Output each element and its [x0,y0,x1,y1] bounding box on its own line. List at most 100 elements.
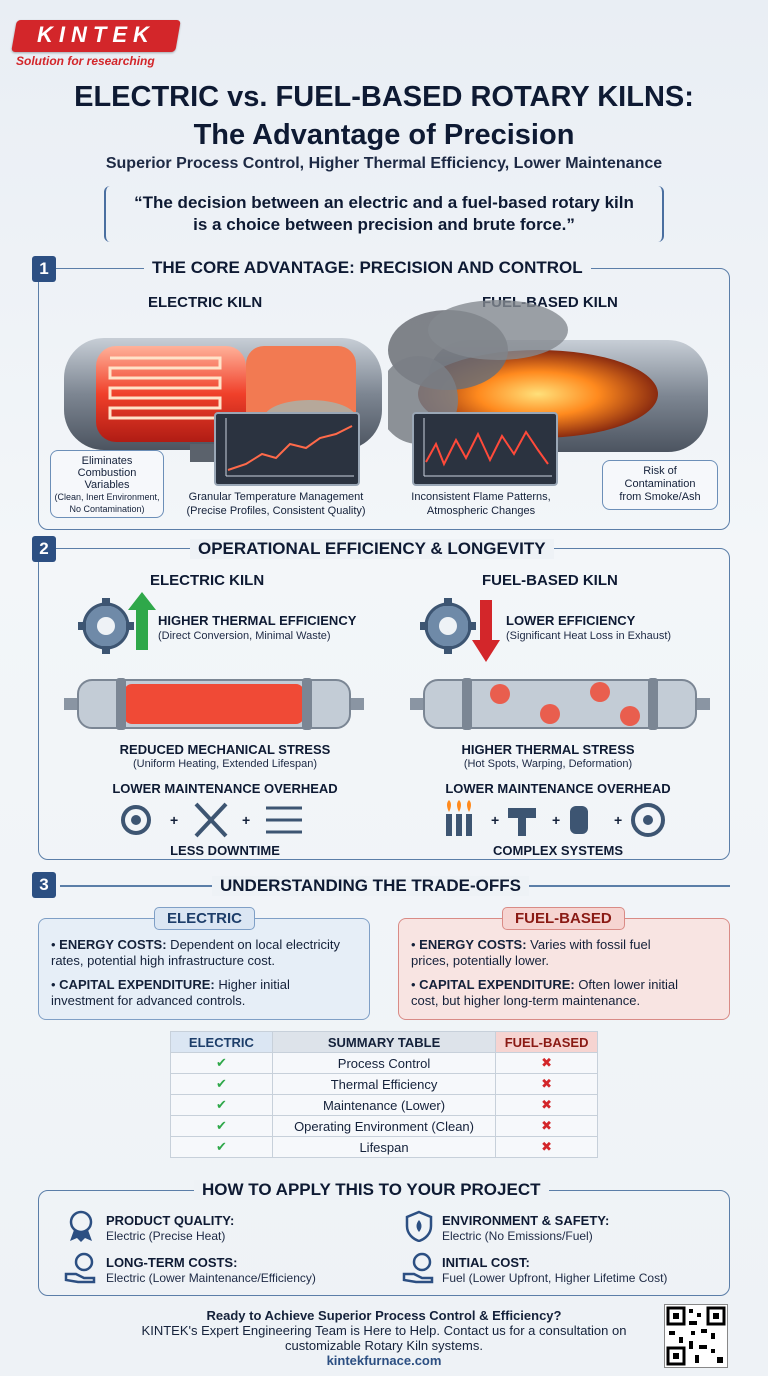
shield-icon [404,1210,434,1243]
value: Higher initial [214,977,290,992]
electric-stress-sub: (Uniform Heating, Extended Lifespan) [132,758,318,770]
section-1-number: 1 [32,256,56,282]
section-2-number: 2 [32,536,56,562]
row-label: Operating Environment (Clean) [271,1115,497,1137]
quote: “The decision between an electric and a … [104,186,664,242]
plus-sign: + [614,812,623,828]
title-line-2: The Advantage of Precision [193,119,575,151]
plus-sign: + [242,812,251,828]
electric-tradeoff-label: ELECTRIC [154,907,255,930]
table-header-row: ELECTRIC SUMMARY TABLE FUEL-BASED [170,1031,598,1053]
caption-line: Atmospheric Changes [426,505,536,517]
section-2-title: OPERATIONAL EFFICIENCY & LONGEVITY [190,539,554,559]
fuel-callout: Risk of Contamination from Smoke/Ash [602,460,718,510]
value: Often lower initial [574,977,679,992]
fuel-maintenance-title: LOWER MAINTENANCE OVERHEAD [445,781,671,796]
table-row: ✔ Thermal Efficiency ✖ [170,1073,598,1095]
electric-result: LESS DOWNTIME [170,843,280,858]
table-row: ✔ Maintenance (Lower) ✖ [170,1094,598,1116]
apply-item-sub: Electric (Precise Heat) [106,1229,226,1243]
check-icon: ✔ [170,1073,273,1095]
row-label: Lifespan [271,1136,497,1158]
electric-stress-title: REDUCED MECHANICAL STRESS [119,742,331,757]
value: rates, potential high infrastructure cos… [51,953,276,968]
electric-callout: Eliminates Combustion Variables (Clean, … [50,450,164,518]
row-label: Process Control [271,1052,497,1074]
electric-temperature-chart [214,412,360,486]
quality-badge-icon [66,1210,96,1242]
table-head-electric: ELECTRIC [170,1031,273,1053]
electric-tradeoff-box: • ENERGY COSTS: Dependent on local elect… [38,918,370,1020]
check-icon: ✔ [170,1052,273,1074]
callout-line: from Smoke/Ash [619,491,701,503]
logo-tagline: Solution for researching [16,54,155,68]
website-link[interactable]: kintekfurnace.com [326,1353,442,1368]
electric-uniform-tube [64,672,364,736]
fuel-hotspot-tube [410,672,710,736]
label: CAPITAL EXPENDITURE: [419,977,575,992]
s2-fuel-heading: FUEL-BASED KILN [482,572,618,589]
cross-icon: ✖ [495,1094,598,1116]
fuel-maintenance-icons [442,800,672,840]
caption-line: Granular Temperature Management [188,491,364,503]
fuel-efficiency-title: LOWER EFFICIENCY [506,613,636,628]
s1-electric-heading: ELECTRIC KILN [148,294,263,311]
section-3-title: UNDERSTANDING THE TRADE-OFFS [212,876,529,896]
footer-line-2: customizable Rotary Kiln systems. [285,1338,483,1353]
fuel-efficiency-sub: (Significant Heat Loss in Exhaust) [506,630,672,642]
section-1-title: THE CORE ADVANTAGE: PRECISION AND CONTRO… [144,258,591,278]
page-subtitle: Superior Process Control, Higher Thermal… [105,155,663,172]
s2-electric-heading: ELECTRIC KILN [150,572,265,589]
footer: Ready to Achieve Superior Process Contro… [110,1308,658,1368]
fuel-temperature-chart [412,412,558,486]
caption-line: Inconsistent Flame Patterns, [411,491,551,503]
value: cost, but higher long-term maintenance. [411,993,641,1008]
electric-efficiency-sub: (Direct Conversion, Minimal Waste) [158,630,331,642]
hand-coin-icon [64,1252,98,1284]
callout-line: (Clean, Inert Environment, [54,492,160,502]
callout-line: No Contamination) [69,504,145,514]
electric-maintenance-icons [116,800,316,840]
plus-sign: + [552,812,561,828]
electric-caption: Granular Temperature Management (Precise… [168,490,384,518]
value: Dependent on local electricity [166,937,340,952]
cross-icon: ✖ [495,1115,598,1137]
title-line-1: ELECTRIC vs. FUEL-BASED ROTARY KILNS: [74,81,694,113]
plus-sign: + [170,812,179,828]
electric-energy-costs: • ENERGY COSTS: Dependent on local elect… [51,937,340,968]
label: ENERGY COSTS: [59,937,167,952]
callout-line: Combustion [77,467,137,479]
electric-maintenance-title: LOWER MAINTENANCE OVERHEAD [112,781,338,796]
quote-line-2: is a choice between precision and brute … [193,215,575,234]
apply-item-title: PRODUCT QUALITY: [106,1213,235,1228]
check-icon: ✔ [170,1094,273,1116]
table-row: ✔ Process Control ✖ [170,1052,598,1074]
cross-icon: ✖ [495,1073,598,1095]
callout-line: Variables [84,479,130,491]
callout-line: Contamination [624,478,696,490]
label: ENERGY COSTS: [419,937,527,952]
table-row: ✔ Lifespan ✖ [170,1136,598,1158]
logo: KINTEK [37,22,155,47]
apply-title: HOW TO APPLY THIS TO YOUR PROJECT [194,1180,549,1200]
row-label: Thermal Efficiency [271,1073,497,1095]
apply-item-title: LONG-TERM COSTS: [106,1255,238,1270]
footer-cta: Ready to Achieve Superior Process Contro… [206,1308,562,1323]
label: CAPITAL EXPENDITURE: [59,977,215,992]
apply-item-title: INITIAL COST: [442,1255,530,1270]
hand-coin-icon [402,1252,436,1284]
value: Varies with fossil fuel [526,937,651,952]
footer-line-1: KINTEK's Expert Engineering Team is Here… [141,1323,627,1338]
plus-sign: + [491,812,500,828]
fuel-capex: • CAPITAL EXPENDITURE: Often lower initi… [411,977,679,1008]
value: investment for advanced controls. [51,993,246,1008]
gear-down-arrow-icon [414,590,504,662]
qr-code[interactable] [664,1304,728,1368]
fuel-stress-title: HIGHER THERMAL STRESS [461,742,635,757]
apply-item-title: ENVIRONMENT & SAFETY: [442,1213,610,1228]
value: prices, potentially lower. [411,953,550,968]
cross-icon: ✖ [495,1136,598,1158]
table-head-fuel: FUEL-BASED [495,1031,598,1053]
check-icon: ✔ [170,1136,273,1158]
